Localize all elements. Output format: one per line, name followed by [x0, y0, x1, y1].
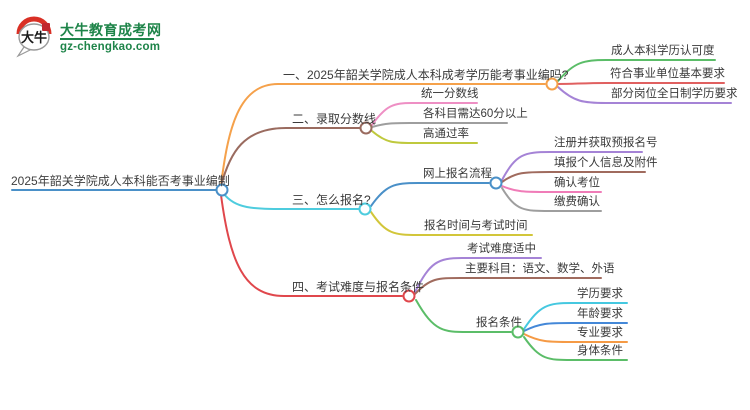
brand-subtitle: gz-chengkao.com: [60, 41, 161, 53]
leaf-label: 专业要求: [577, 327, 623, 339]
leaf-label: 年龄要求: [577, 308, 623, 320]
node-circle: [358, 202, 372, 216]
branch-line: [501, 185, 602, 193]
branch-line: [414, 257, 542, 293]
branch-4-label: 四、考试难度与报名条件: [292, 280, 425, 294]
sub-branch-label: 报名条件: [476, 317, 522, 329]
root-node-label: 2025年韶关学院成人本科能否考事业编制: [11, 174, 230, 188]
node-circle: [359, 121, 373, 135]
branch-line: [501, 171, 646, 183]
branch-line: [220, 83, 546, 186]
brand-divider: [60, 38, 154, 40]
leaf-label: 填报个人信息及附件: [554, 157, 658, 169]
node-circle: [402, 289, 416, 303]
branch-line: [501, 187, 602, 212]
leaf-label: 符合事业单位基本要求: [610, 68, 725, 80]
speech-bubble-logo-icon: 大牛: [16, 16, 52, 58]
branch-line: [523, 336, 628, 361]
leaf-label: 统一分数线: [421, 88, 479, 100]
branch-3-label: 三、怎么报名?: [292, 193, 371, 207]
branch-line: [414, 277, 602, 295]
branch-line: [222, 192, 360, 210]
leaf-label: 各科目需达60分以上: [423, 108, 528, 120]
brand-logo: 大牛 大牛教育成考网 gz-chengkao.com: [14, 12, 214, 62]
branch-line: [523, 302, 628, 330]
branch-line: [523, 322, 628, 332]
node-circle: [489, 176, 503, 190]
leaf-label: 考试难度适中: [467, 243, 536, 255]
node-circle: [511, 325, 525, 339]
leaf-label: 主要科目：语文、数学、外语: [465, 263, 615, 275]
leaf-label: 确认考位: [554, 177, 600, 189]
branch-line: [371, 130, 478, 144]
branch-line: [415, 299, 512, 333]
node-circle: [215, 183, 229, 197]
branch-line: [370, 182, 490, 207]
leaf-label: 部分岗位全日制学历要求: [611, 88, 738, 100]
branch-2-label: 二、录取分数线: [292, 112, 377, 126]
node-circle: [545, 77, 559, 91]
branch-line: [370, 211, 533, 236]
branch-1-label: 一、2025年韶关学院成人本科成考学历能考事业编吗?: [283, 68, 569, 82]
svg-text:大牛: 大牛: [21, 30, 47, 45]
branch-line: [523, 333, 628, 343]
sub-branch-label: 网上报名流程: [423, 168, 492, 180]
branch-line: [557, 82, 725, 85]
leaf-label: 报名时间与考试时间: [424, 220, 528, 232]
branch-line: [557, 86, 732, 104]
leaf-label: 缴费确认: [554, 196, 600, 208]
leaf-label: 注册并获取预报名号: [554, 137, 658, 149]
leaf-label: 学历要求: [577, 288, 623, 300]
branch-line: [501, 151, 643, 181]
branch-line: [220, 127, 361, 187]
leaf-label: 高通过率: [423, 128, 469, 140]
branch-line: [371, 102, 478, 126]
branch-line: [371, 122, 508, 128]
branch-line: [557, 59, 716, 82]
leaf-label: 身体条件: [577, 345, 623, 357]
branch-line: [220, 194, 403, 297]
brand-title: 大牛教育成考网: [60, 22, 162, 38]
leaf-label: 成人本科学历认可度: [611, 45, 715, 57]
